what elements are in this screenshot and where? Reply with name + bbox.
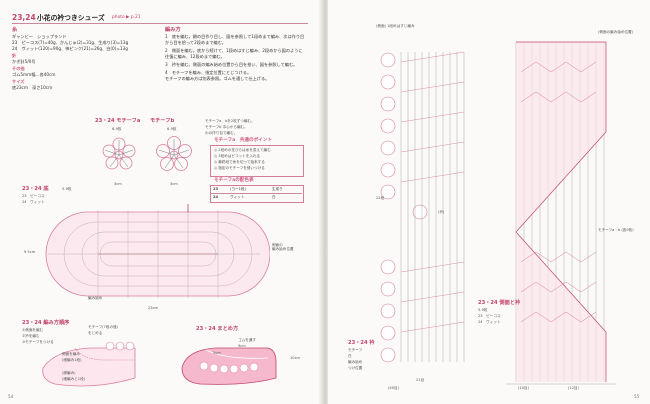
- side-collar-label: 23 ピーコス: [478, 314, 501, 318]
- collar-label: 白: [348, 354, 352, 358]
- materials-line: 針: [12, 53, 17, 58]
- motif-heading: 23・24 モチーフa: [95, 118, 141, 124]
- foot-label: (12目): [568, 386, 579, 390]
- color-cell: 白: [272, 195, 276, 199]
- method-line: モチーフの編み方は別表参照。ゴムを通して仕上げる。: [165, 76, 270, 81]
- motif-b-size: 3cm: [170, 182, 178, 186]
- method-heading: 編み方: [165, 27, 181, 33]
- photo-reference: photo ▶ p.21: [112, 15, 141, 20]
- assembly-diagram: [42, 341, 136, 387]
- color-table-heading: モチーフaの配色表: [214, 178, 254, 183]
- assembly-motif-note: モチーフ(7段の縫): [88, 325, 119, 329]
- materials-heading: 糸: [12, 27, 18, 33]
- materials-line: 24 ヴィット(120)=90g、柿ピンク(21)=26g、白(0)=13g: [12, 46, 128, 51]
- sole-width: 23cm: [148, 306, 159, 310]
- flower-column: [380, 52, 428, 363]
- collar-label: モチーフ: [348, 348, 363, 352]
- materials-line: その他: [12, 66, 25, 71]
- materials-line: ゴム5mm幅…各40cm: [12, 72, 56, 77]
- color-cell: (ヨー1段): [230, 187, 246, 191]
- color-cell: ヴィット: [230, 195, 245, 199]
- finish-depth: 10cm: [290, 356, 301, 360]
- pattern-title: 小花の衿つきシューズ: [37, 13, 105, 22]
- color-row-no: 24: [213, 195, 219, 199]
- assembly-step: ①側面を編む: [22, 328, 44, 332]
- method-line: 往復に編み、12段めまで編む。: [165, 54, 225, 59]
- finish-heading: 23・24 まとめ方: [196, 326, 239, 332]
- materials-line: ギャンビー ショップランド: [12, 34, 67, 39]
- point-line: ◎ 指定のモチーフを縫いつける: [214, 166, 265, 170]
- chart2-label: (側面の編み始め位置): [598, 30, 634, 34]
- motif-a-chart: [102, 137, 136, 170]
- page-number-left: 54: [8, 394, 14, 399]
- motif-a-count: 6-9枚: [112, 127, 122, 131]
- collar-label: 21目: [416, 378, 425, 382]
- materials-line: サイズ: [12, 79, 25, 84]
- method-line: 4 モチーフを編み、指定位置にとじつける。: [165, 70, 252, 75]
- collar-label: 編み始め: [348, 360, 363, 364]
- page-number-right: 55: [634, 394, 640, 399]
- side-collar-heading: 23・24 側面と衿: [478, 300, 521, 306]
- sole-legend: 23 ピーコス: [22, 194, 45, 198]
- method-line: 2 側面を編む。底から続けて、1段めはすじ編み、2段めから図のように: [165, 48, 303, 53]
- materials-line: 底23cm 深さ10cm: [12, 85, 53, 90]
- finish-note: ゴムを通す: [238, 338, 256, 342]
- point-box: [210, 145, 304, 177]
- chart1-label: 22段: [376, 196, 385, 200]
- point-line: ◎ 2段めの花びらは糸を変えて編む: [214, 148, 271, 152]
- motif-a-size: 3cm: [114, 182, 122, 186]
- finish-depth-2: 9cm: [238, 344, 246, 348]
- left-page: 23,24 小花の衿つきシューズ photo ▶ p.21 糸 ギャンビー ショ…: [0, 0, 322, 404]
- foot-label: (10目): [518, 386, 529, 390]
- motif-b-chart: [156, 136, 192, 171]
- collar-label: つけ位置: [348, 366, 363, 370]
- materials-line: 23 ピーコス(7)=40g、かんじゅ(2)=31g、生成り(3)=13g: [12, 40, 129, 45]
- side-start-label: 側面の 編み始め位置: [272, 243, 294, 252]
- assembly-step: ②衿を編む: [22, 334, 40, 338]
- chart1-label: (側面) 1段めはすじ編み: [376, 24, 415, 28]
- side-collar-chart: [380, 41, 616, 385]
- color-cell: 生成り: [272, 187, 283, 191]
- title-rule: [12, 23, 308, 24]
- assembly-label: (縁編み): [62, 371, 76, 375]
- motif-note: モチーフb 中心から編む。: [205, 125, 248, 129]
- foot-label: (40目): [388, 386, 399, 390]
- finish-length: 5cm: [213, 351, 221, 355]
- sole-legend: 24 ヴィット: [22, 200, 45, 204]
- collar-heading: 23・24 衿: [348, 340, 375, 346]
- motif-b-heading: モチーフb: [150, 118, 175, 124]
- point-line: ◎ 最終段で糸を切って始末する: [214, 160, 265, 164]
- motif-note: わの作り目で編む。: [205, 131, 238, 135]
- sole-start-label: 編み始め: [88, 296, 103, 300]
- motif-b-count: 6-9枚: [167, 127, 177, 131]
- point-heading: モチーフa 共通のポイント: [214, 138, 272, 143]
- assembly-label: 側面を編み: [62, 352, 80, 356]
- assembly-label: (細編みと1段): [62, 377, 86, 381]
- sole-heading: 23・24 底: [22, 186, 49, 192]
- materials-line: かぎ針5/0号: [12, 59, 36, 64]
- right-page: (側面) 1段めはすじ編み 22段 (衿) (側面の編み始め位置) モチーフa・…: [328, 0, 650, 404]
- side-collar-label: 5-9枚: [478, 308, 488, 312]
- pattern-number: 23,24: [12, 13, 36, 22]
- motif-note: モチーフa、bを2枚ずつ編む。: [205, 119, 255, 123]
- point-line: ◎ 3段めはピコットを入れる: [214, 154, 261, 158]
- assembly-heading: 23・24 編み方順序: [22, 320, 70, 326]
- finish-diagram: [181, 347, 277, 385]
- chart1-label: (衿): [438, 210, 445, 214]
- assembly-step: ③モチーフをつける: [22, 340, 54, 344]
- method-line: から目を拾って2段めまで編む。: [165, 40, 227, 45]
- method-line: 1 底を編む。鎖の目作り目し、図を参照して1段めまで編み、次は作り目: [165, 34, 305, 39]
- chart2-label: モチーフa・b (各9枚): [598, 228, 634, 232]
- assembly-motif-note: をとめる: [88, 331, 103, 335]
- assembly-label: (細編み1段): [62, 358, 82, 362]
- sole-height: 9.5cm: [24, 250, 36, 254]
- side-collar-label: 24 ヴィット: [478, 320, 501, 324]
- sole-chart: [45, 204, 270, 298]
- color-row-no: 23: [213, 187, 219, 191]
- method-line: 3 衿を編む。側面の編み始め位置から目を拾い、図を参照して編む。: [165, 62, 298, 67]
- sole-count: 5-9枚: [62, 187, 72, 191]
